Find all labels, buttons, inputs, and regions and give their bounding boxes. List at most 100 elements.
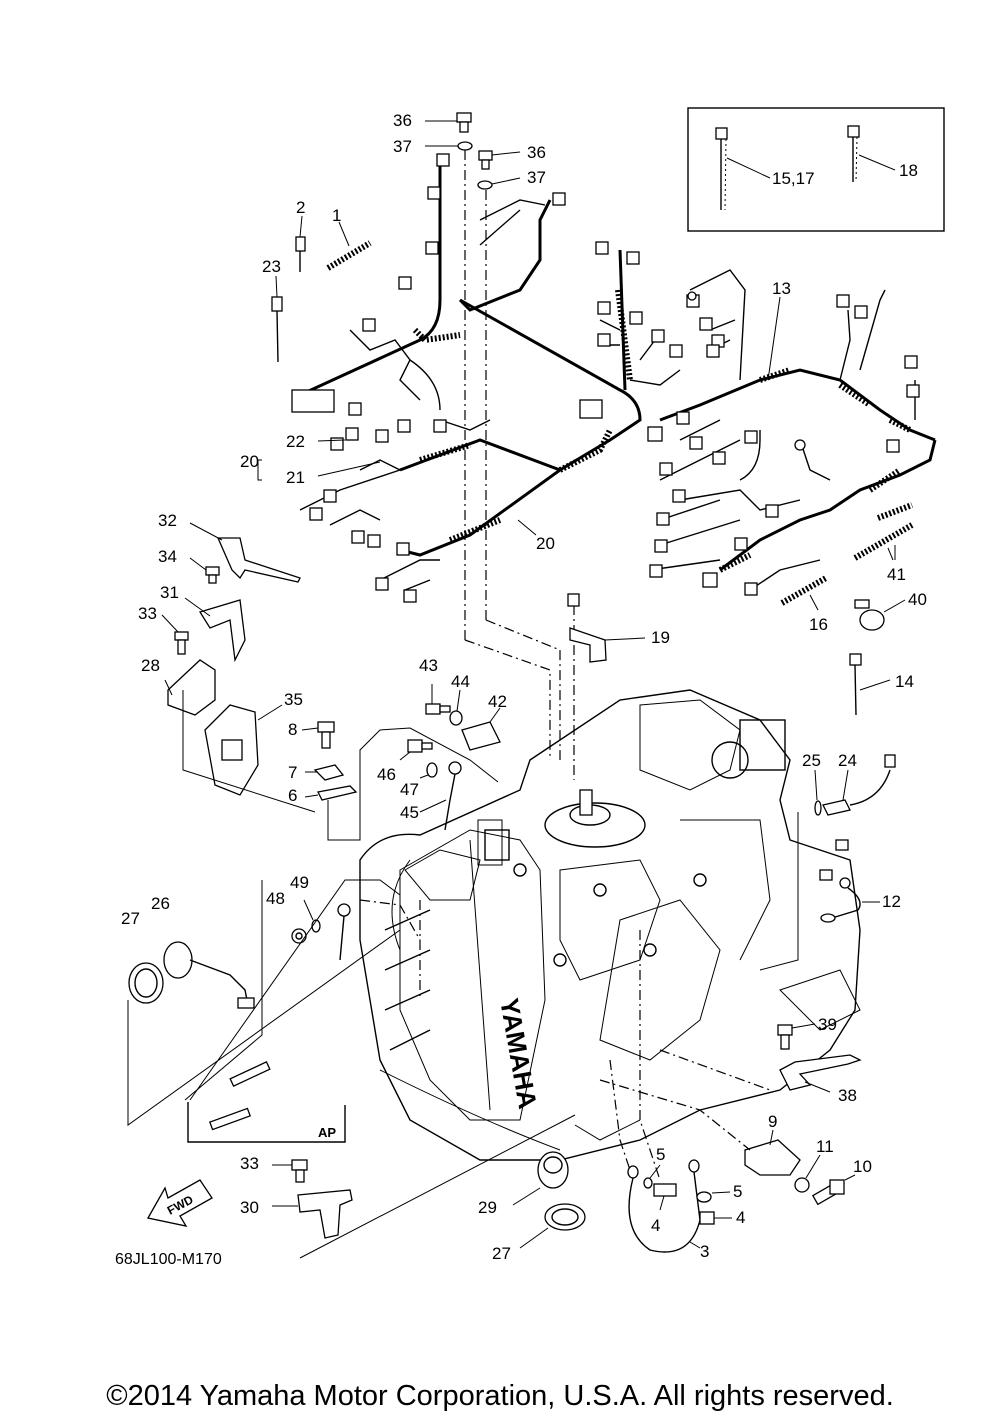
bolt-34 [189, 557, 220, 584]
callout-14: 14 [895, 672, 914, 691]
bolt-4 [653, 1183, 732, 1225]
cable-tie-18 [847, 125, 860, 183]
fwd-arrow: FWD [146, 1179, 213, 1227]
callout-16: 16 [809, 615, 828, 634]
callout-47: 47 [400, 780, 419, 799]
callout-5: 5 [656, 1145, 665, 1164]
bracket-19 [567, 593, 646, 663]
nut-48 [291, 928, 307, 944]
bracket-9 [744, 1129, 801, 1176]
bolt-8 [301, 721, 335, 749]
washer-37-top [425, 141, 473, 151]
clamp-7 [305, 764, 345, 781]
callout-32: 32 [158, 511, 177, 530]
callout-49: 49 [290, 873, 309, 892]
callout-23: 23 [262, 257, 281, 276]
callout-7: 7 [288, 763, 297, 782]
callout-37: 37 [527, 168, 546, 187]
callout-36: 36 [527, 143, 546, 162]
grommet-41 [853, 502, 914, 561]
grommet-1 [326, 221, 372, 271]
washer-11 [794, 1154, 821, 1193]
callout-35: 35 [284, 690, 303, 709]
callout-20: 20 [240, 452, 259, 471]
seal-27-left [128, 962, 164, 1004]
bolt-36-top [425, 112, 472, 133]
bolt-43 [425, 684, 451, 715]
bolt-46 [399, 739, 433, 761]
callout-9: 9 [768, 1112, 777, 1131]
callout-11: 11 [816, 1137, 834, 1156]
plate-6 [304, 785, 358, 801]
lead-49-wire [337, 903, 351, 961]
leader-24 [759, 812, 799, 971]
wire-harness-20 [291, 153, 683, 603]
washer-37-right [477, 177, 521, 190]
callout-27: 27 [492, 1244, 511, 1263]
cap-26 [163, 941, 255, 1009]
callout-39: 39 [818, 1015, 837, 1034]
callout-31: 31 [160, 583, 179, 602]
bracket-28 [164, 659, 216, 716]
engine-block: YAMAHA [359, 689, 861, 1161]
callout-40: 40 [908, 590, 927, 609]
callout-6: 6 [288, 786, 297, 805]
bolt-10 [811, 1174, 856, 1206]
leader-lines [257, 296, 894, 561]
bracket-30 [272, 1189, 353, 1239]
callout-36: 36 [393, 111, 412, 130]
washer-44 [449, 689, 463, 726]
bracket-31 [184, 597, 246, 663]
callout-5: 5 [733, 1182, 742, 1201]
brand-label: YAMAHA [494, 996, 543, 1111]
callout-25: 25 [802, 751, 821, 770]
callout-18: 18 [899, 161, 918, 180]
callout-28: 28 [141, 656, 160, 675]
callout-3: 3 [700, 1242, 709, 1261]
bolt-39 [777, 1023, 816, 1050]
diagram-code: 68JL100-M170 [115, 1251, 222, 1268]
relay-35 [204, 704, 283, 796]
callout-22: 22 [286, 432, 305, 451]
ap-label: AP [318, 1125, 336, 1140]
washer-47 [419, 762, 438, 779]
assembly-lines [359, 150, 771, 1181]
callout-26: 26 [151, 894, 170, 913]
clip-2 [295, 215, 306, 272]
wire-harness-13 [647, 269, 937, 596]
callout-15-17: 15,17 [772, 169, 815, 188]
leader-26-27 [127, 929, 401, 1126]
sensor-24 [822, 754, 896, 816]
lead-3 [627, 1159, 701, 1253]
callout-4: 4 [651, 1216, 660, 1235]
callout-21: 21 [286, 468, 305, 487]
callout-19: 19 [651, 628, 670, 647]
callout-8: 8 [288, 720, 297, 739]
cap-29 [512, 1151, 569, 1206]
callout-33: 33 [240, 1154, 259, 1173]
callout-37: 37 [393, 137, 412, 156]
leader-30 [299, 1114, 576, 1259]
washer-5 [643, 1164, 731, 1203]
callout-20: 20 [536, 534, 555, 553]
lead-12 [819, 839, 880, 923]
callout-48: 48 [266, 889, 285, 908]
sensor-42 [461, 707, 501, 751]
bracket-38 [779, 1054, 862, 1093]
callout-43: 43 [419, 656, 438, 675]
leader-bracket [182, 690, 316, 813]
cable-tie-14 [849, 653, 891, 716]
bolt-33 [161, 614, 189, 655]
grommet-16 [780, 575, 828, 611]
clamp-40 [854, 599, 906, 631]
callout-27: 27 [121, 909, 140, 928]
callout-34: 34 [158, 547, 177, 566]
washer-25 [814, 769, 822, 816]
callout-33: 33 [138, 604, 157, 623]
callout-45: 45 [400, 803, 419, 822]
callout-46: 46 [377, 765, 396, 784]
copyright-notice: ©2014 Yamaha Motor Corporation, U.S.A. A… [106, 1380, 894, 1412]
leader-group-6-8 [327, 727, 499, 841]
callout-12: 12 [882, 892, 901, 911]
